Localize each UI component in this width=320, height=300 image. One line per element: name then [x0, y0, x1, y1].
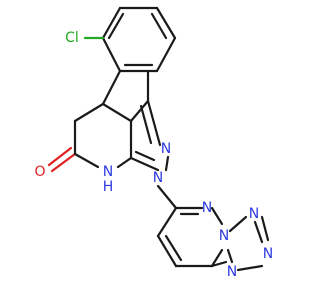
atom-n-pyridazine-a: N — [202, 200, 212, 216]
bond — [139, 104, 153, 145]
chlorophenyl-ring — [83, 6, 177, 73]
bond — [50, 152, 77, 173]
atom-n-triazole-bottom-2: N — [227, 264, 237, 280]
bond — [73, 102, 105, 123]
bond — [253, 220, 264, 244]
pyrazolopyridinone-core — [47, 69, 178, 210]
bond — [107, 12, 125, 40]
bond — [129, 156, 160, 172]
bond — [164, 234, 183, 262]
bond — [101, 6, 122, 40]
atom-oxygen: O — [34, 164, 45, 180]
atom-n-pyrazole-2: N — [161, 141, 171, 157]
atom-nh-n: N — [103, 164, 113, 180]
atom-nh-h: H — [103, 179, 114, 195]
atom-n-pyridazine-b: N — [219, 228, 229, 244]
bond — [101, 36, 122, 73]
bond — [156, 234, 178, 268]
bond — [116, 156, 133, 169]
atom-n-pyrazole-1: N — [153, 170, 163, 186]
bond — [210, 248, 224, 268]
bond — [210, 206, 224, 226]
bond — [134, 150, 156, 162]
bond — [73, 152, 100, 169]
bond — [226, 248, 234, 264]
atom-n-triazole-bottom-1: N — [263, 246, 273, 262]
pyridazine-ring — [156, 206, 224, 268]
triazole-ring — [210, 215, 270, 272]
atom-chlorine: Cl — [65, 30, 79, 46]
bond — [260, 215, 270, 242]
bond — [101, 102, 133, 123]
molecule-structure: Cl O N H N N N N N N N — [34, 6, 273, 280]
atom-labels: Cl O N H N N N N N N N — [34, 30, 273, 280]
bond — [228, 215, 248, 233]
bond — [156, 206, 178, 238]
bond — [150, 12, 168, 40]
bond — [164, 155, 170, 172]
atom-n-triazole-top: N — [249, 206, 259, 222]
bond — [156, 184, 178, 210]
bond — [155, 36, 177, 73]
molecule-svg: Cl O N H N N N N N N N — [34, 6, 273, 280]
bond — [155, 6, 177, 40]
bond — [236, 264, 264, 272]
bond — [210, 260, 228, 268]
bond — [146, 99, 162, 147]
bond — [101, 69, 122, 106]
bond — [129, 99, 150, 123]
bond — [47, 146, 73, 167]
